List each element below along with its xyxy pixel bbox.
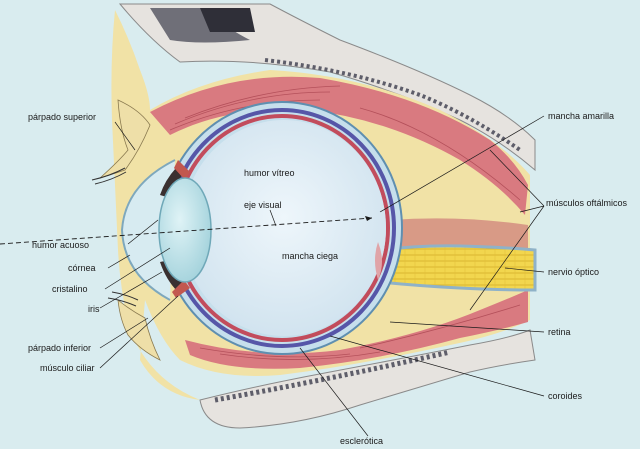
leader-parpado-superior	[114, 121, 136, 151]
iris-shape	[160, 168, 182, 198]
vitreous-humor	[182, 120, 386, 336]
label-cristalino: cristalino	[52, 284, 88, 294]
inferior-muscle	[185, 290, 528, 369]
leader-coroides	[329, 335, 545, 397]
lens-shape	[158, 177, 212, 283]
lateral-muscle	[390, 218, 528, 250]
leader-parpado-inferior	[99, 317, 149, 349]
lower-eyelashes	[107, 291, 139, 307]
upper-orbital-bone	[118, 3, 536, 172]
lower-eyelid	[117, 299, 161, 361]
label-parpado-inferior: párpado inferior	[28, 343, 91, 353]
leader-mancha-amarilla	[379, 115, 545, 213]
leader-esclerotica	[299, 347, 369, 437]
leader-retina	[389, 321, 545, 333]
label-musculo-ciliar: músculo ciliar	[40, 363, 95, 373]
label-nervio-optico: nervio óptico	[548, 267, 599, 277]
leader-musculos-oftalmicos	[469, 149, 545, 311]
label-humor-acuoso: humor acuoso	[32, 240, 89, 250]
leader-humor-acuoso	[127, 219, 159, 245]
lower-bone-texture	[214, 349, 451, 403]
optic-nerve	[378, 244, 537, 292]
label-iris: iris	[88, 304, 100, 314]
label-musculos-oftalmicos: músculos oftálmicos	[546, 198, 628, 208]
label-eje-visual: eje visual	[244, 200, 282, 210]
visual-axis-line	[0, 217, 373, 245]
leader-cristalino	[104, 247, 171, 290]
leader-musculo-ciliar	[99, 295, 179, 369]
leader-cornea	[107, 254, 131, 269]
leader-nervio-optico	[504, 267, 545, 273]
upper-eyelashes	[91, 167, 127, 185]
label-retina: retina	[548, 327, 571, 337]
leader-eje-visual	[269, 209, 277, 227]
label-coroides: coroides	[548, 391, 583, 401]
label-mancha-amarilla: mancha amarilla	[548, 111, 614, 121]
label-esclerotica: esclerótica	[340, 436, 383, 446]
upper-sinus-cavity	[200, 8, 255, 32]
lower-orbital-bone	[199, 329, 536, 429]
label-mancha-ciega: mancha ciega	[282, 251, 338, 261]
ciliary-muscle-shape	[172, 160, 190, 298]
label-humor-vitreo: humor vítreo	[244, 168, 295, 178]
upper-bone-marrow	[150, 8, 250, 43]
blind-spot-shape	[375, 242, 382, 280]
leader-iris	[99, 271, 163, 309]
label-parpado-superior: párpado superior	[28, 112, 96, 122]
label-cornea: córnea	[68, 263, 96, 273]
